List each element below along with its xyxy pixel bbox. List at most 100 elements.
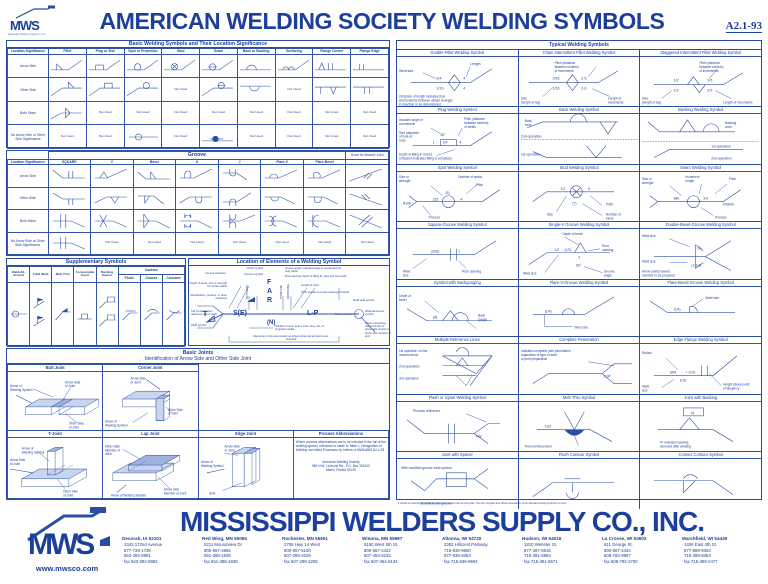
caption: Double-Bevel-Groove Welding Symbol: [640, 222, 762, 230]
diagram: Back weld 2nd operation 1st operation: [519, 114, 640, 163]
col-contour-group: Contour: [117, 266, 186, 275]
cell-surfacing-other: Not Used: [274, 77, 314, 102]
svg-text:1st operation: 1st operation: [521, 153, 541, 157]
svg-text:Size or: Size or: [399, 175, 409, 179]
svg-text:in direction or as dimensioned: in direction or as dimensioned: [399, 102, 441, 106]
svg-text:1/16: 1/16: [552, 87, 559, 91]
typical-cell-back-weld: Back Welding Symbol Back weld: [518, 107, 641, 164]
label-both-sides: BOTH SIDES: [247, 285, 249, 299]
company-footer: MWS www.mwsco.com MISSISSIPPI WELDERS SU…: [0, 500, 768, 584]
typical-cell-multiple-reference-lines: Multiple Reference Lines 1st operation o…: [397, 337, 519, 394]
diagram: (1/4) Weld size: [519, 287, 640, 336]
typical-cell-stud: Stud Welding Symbol 1/2 6 (7): [518, 164, 641, 222]
svg-text:Process: Process: [716, 215, 728, 219]
typical-row: Multiple Reference Lines 1st operation o…: [397, 337, 762, 395]
cell-spot-other: [123, 77, 163, 102]
svg-text:Backing: Backing: [725, 121, 736, 125]
svg-text:Radius: Radius: [642, 351, 652, 355]
diagram: 1/4 1/16 4 4 Weld size Length Omission o…: [397, 57, 518, 106]
svg-text:6: 6: [588, 187, 590, 191]
svg-text:4: 4: [460, 198, 462, 202]
store-phone-2: 563-382-8981: [124, 553, 151, 559]
marker-length-pitch: L-P: [307, 310, 319, 317]
svg-text:Joint: Joint: [105, 452, 112, 456]
cell-flange-corner-both: Not Used: [312, 100, 352, 126]
typical-row: Flash or Upset Welding Symbol FW Process…: [397, 394, 762, 453]
caption: Backing Welding Symbol: [640, 107, 762, 115]
caption: Seam Welding Symbol: [640, 165, 762, 172]
aws-city: Miami, Florida 33135: [325, 467, 356, 472]
typical-cell-complete-penetration: Complete Penetration CJP Indicates compl…: [518, 337, 641, 394]
cell-square-arrow: [47, 164, 92, 188]
caption: Symbol with Backgouging: [397, 280, 518, 287]
svg-text:Arrow Side: Arrow Side: [131, 376, 147, 380]
row-label-no-significance: No Arrow Side or Other Side Significance: [7, 231, 49, 256]
typical-cell-seam: Seam Welding Symbol 880 3-6 RSEW: [640, 165, 762, 221]
typical-cell-spot: Spot Welding Symbol 225 (5) 4 RSW: [397, 164, 519, 222]
supplementary-grid: Weld-All-Around Field Weld Melt-Thru Con…: [6, 266, 186, 348]
store-phone-1: 877-387-6916: [524, 547, 551, 553]
svg-text:RSEW: RSEW: [723, 203, 734, 207]
svg-text:RSW: RSW: [403, 202, 412, 206]
svg-text:Pitch (distance: Pitch (distance: [554, 61, 575, 65]
diagram: 1 3/4 4 30° Included angle of countersin…: [397, 114, 518, 163]
store-address: 2343 172nd Avenue: [124, 542, 163, 547]
table-header-row: Location Significance Fillet Plug or Slo…: [7, 48, 389, 55]
cell-v-arrow: [90, 164, 134, 188]
table-row: Other Side Not Used Not Used: [7, 77, 389, 102]
col-location-significance: Location Significance: [7, 48, 49, 55]
cell-stud-other: Not Used: [161, 77, 201, 102]
svg-text:studs: studs: [606, 216, 614, 220]
svg-text:Weld size: Weld size: [642, 234, 656, 238]
svg-text:Process reference: Process reference: [413, 409, 440, 413]
marker-root: R: [267, 297, 273, 304]
cell-u-none: Not Used: [175, 231, 219, 256]
typical-cell-flush-contour: Flush Contour Symbol: [518, 452, 641, 509]
caption: Stud Welding Symbol: [518, 165, 640, 172]
svg-text:angle: angle: [604, 274, 612, 278]
cell-plug-both: Not Used: [85, 100, 125, 126]
svg-text:size: size: [642, 389, 648, 393]
svg-text:regardless of type of weld: regardless of type of weld: [521, 353, 557, 357]
diagram: (1/4) Weld size: [640, 287, 761, 336]
label-length-of-weld: Length of weld: [301, 284, 319, 287]
svg-text:of Joint: of Joint: [224, 448, 234, 452]
cell-flare-v-none: Not Used: [260, 231, 304, 256]
cell-j-other: [217, 186, 262, 211]
svg-text:(length of leg): (length of leg): [521, 100, 540, 104]
cell-flange-edge-other: [350, 77, 389, 102]
table-row: No Arrow Side or Other Side Significance…: [7, 231, 389, 256]
svg-text:gouge: gouge: [478, 317, 487, 321]
col-melt-thru: Melt-Thru: [51, 266, 75, 283]
svg-text:2nd operation: 2nd operation: [399, 365, 420, 369]
col-spot-projection: Spot or Projection: [123, 48, 163, 55]
svg-text:Increment: Increment: [686, 175, 700, 179]
table-header-row: Butt Joint Corner Joint: [6, 364, 389, 372]
svg-text:Weld size: Weld size: [706, 296, 720, 300]
svg-text:of tangency: of tangency: [723, 387, 740, 391]
svg-text:3/16: 3/16: [552, 77, 559, 81]
svg-text:3/8: 3/8: [433, 315, 438, 319]
marker-finish: F: [267, 279, 272, 286]
label-depth-of-bevel: Depth of bevel, size or strength for cer…: [189, 282, 227, 289]
footer-website[interactable]: www.mwsco.com: [35, 564, 99, 573]
cell-fillet-both: [48, 100, 87, 126]
caption: Joint with Spacer: [397, 452, 518, 460]
svg-text:Welding Symbol: Welding Symbol: [200, 464, 223, 468]
store-city: Red Wing, MN 55066: [202, 536, 247, 541]
caption: Joint with Backing: [640, 395, 762, 402]
caption: Convex Contour Symbol: [640, 452, 762, 460]
svg-text:1/32: 1/32: [544, 424, 551, 428]
store-phone-2: 715-389-9353: [684, 553, 711, 559]
store-city: Winona, MN 55987: [362, 536, 403, 541]
basic-joints-panel: Basic Joints Identification of Arrow Sid…: [6, 348, 390, 500]
svg-text:bevel: bevel: [399, 298, 407, 302]
typical-cell-flare-bevel-groove: Flare-Bevel-Groove Welding Symbol (1/4) …: [640, 280, 762, 336]
cell-surfacing-none: Not Used: [274, 124, 314, 149]
svg-text:Other Side: Other Side: [105, 444, 120, 448]
groove-band-title: Groove: [47, 151, 347, 160]
cell-flange-corner-other: [312, 77, 352, 102]
col-back-backing: Back or Backing: [236, 48, 276, 55]
cell-flare-v-both: [260, 209, 304, 233]
cell-scarf-other: [345, 186, 389, 211]
